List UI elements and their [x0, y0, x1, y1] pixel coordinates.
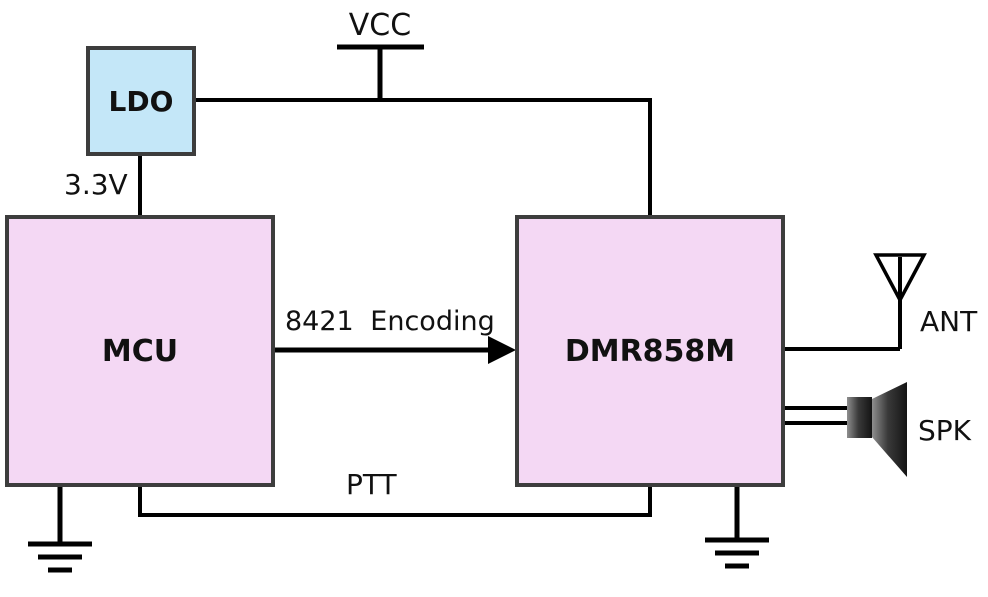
encoding-label: 8421 Encoding [285, 306, 495, 337]
mcu-block: MCU [5, 215, 275, 487]
ant-label: ANT [920, 305, 978, 338]
vcc-wire [196, 98, 652, 215]
encoding-arrow [275, 336, 516, 364]
antenna-icon [785, 253, 927, 351]
ptt-wire [138, 487, 652, 517]
ldo-label: LDO [108, 84, 174, 118]
dmr858m-block: DMR858M [515, 215, 785, 487]
ground-icon [28, 487, 92, 573]
voltage-3v3-label: 3.3V [64, 168, 128, 201]
speaker-wires [785, 406, 848, 425]
speaker-icon [847, 382, 907, 477]
mcu-label: MCU [101, 333, 179, 369]
ptt-label: PTT [346, 468, 397, 501]
vcc-label: VCC [348, 8, 412, 43]
power-rail-icon [337, 44, 424, 100]
dmr858m-label: DMR858M [564, 333, 736, 369]
ground-icon [705, 487, 769, 569]
ldo-block: LDO [86, 46, 196, 156]
spk-label: SPK [918, 414, 972, 447]
